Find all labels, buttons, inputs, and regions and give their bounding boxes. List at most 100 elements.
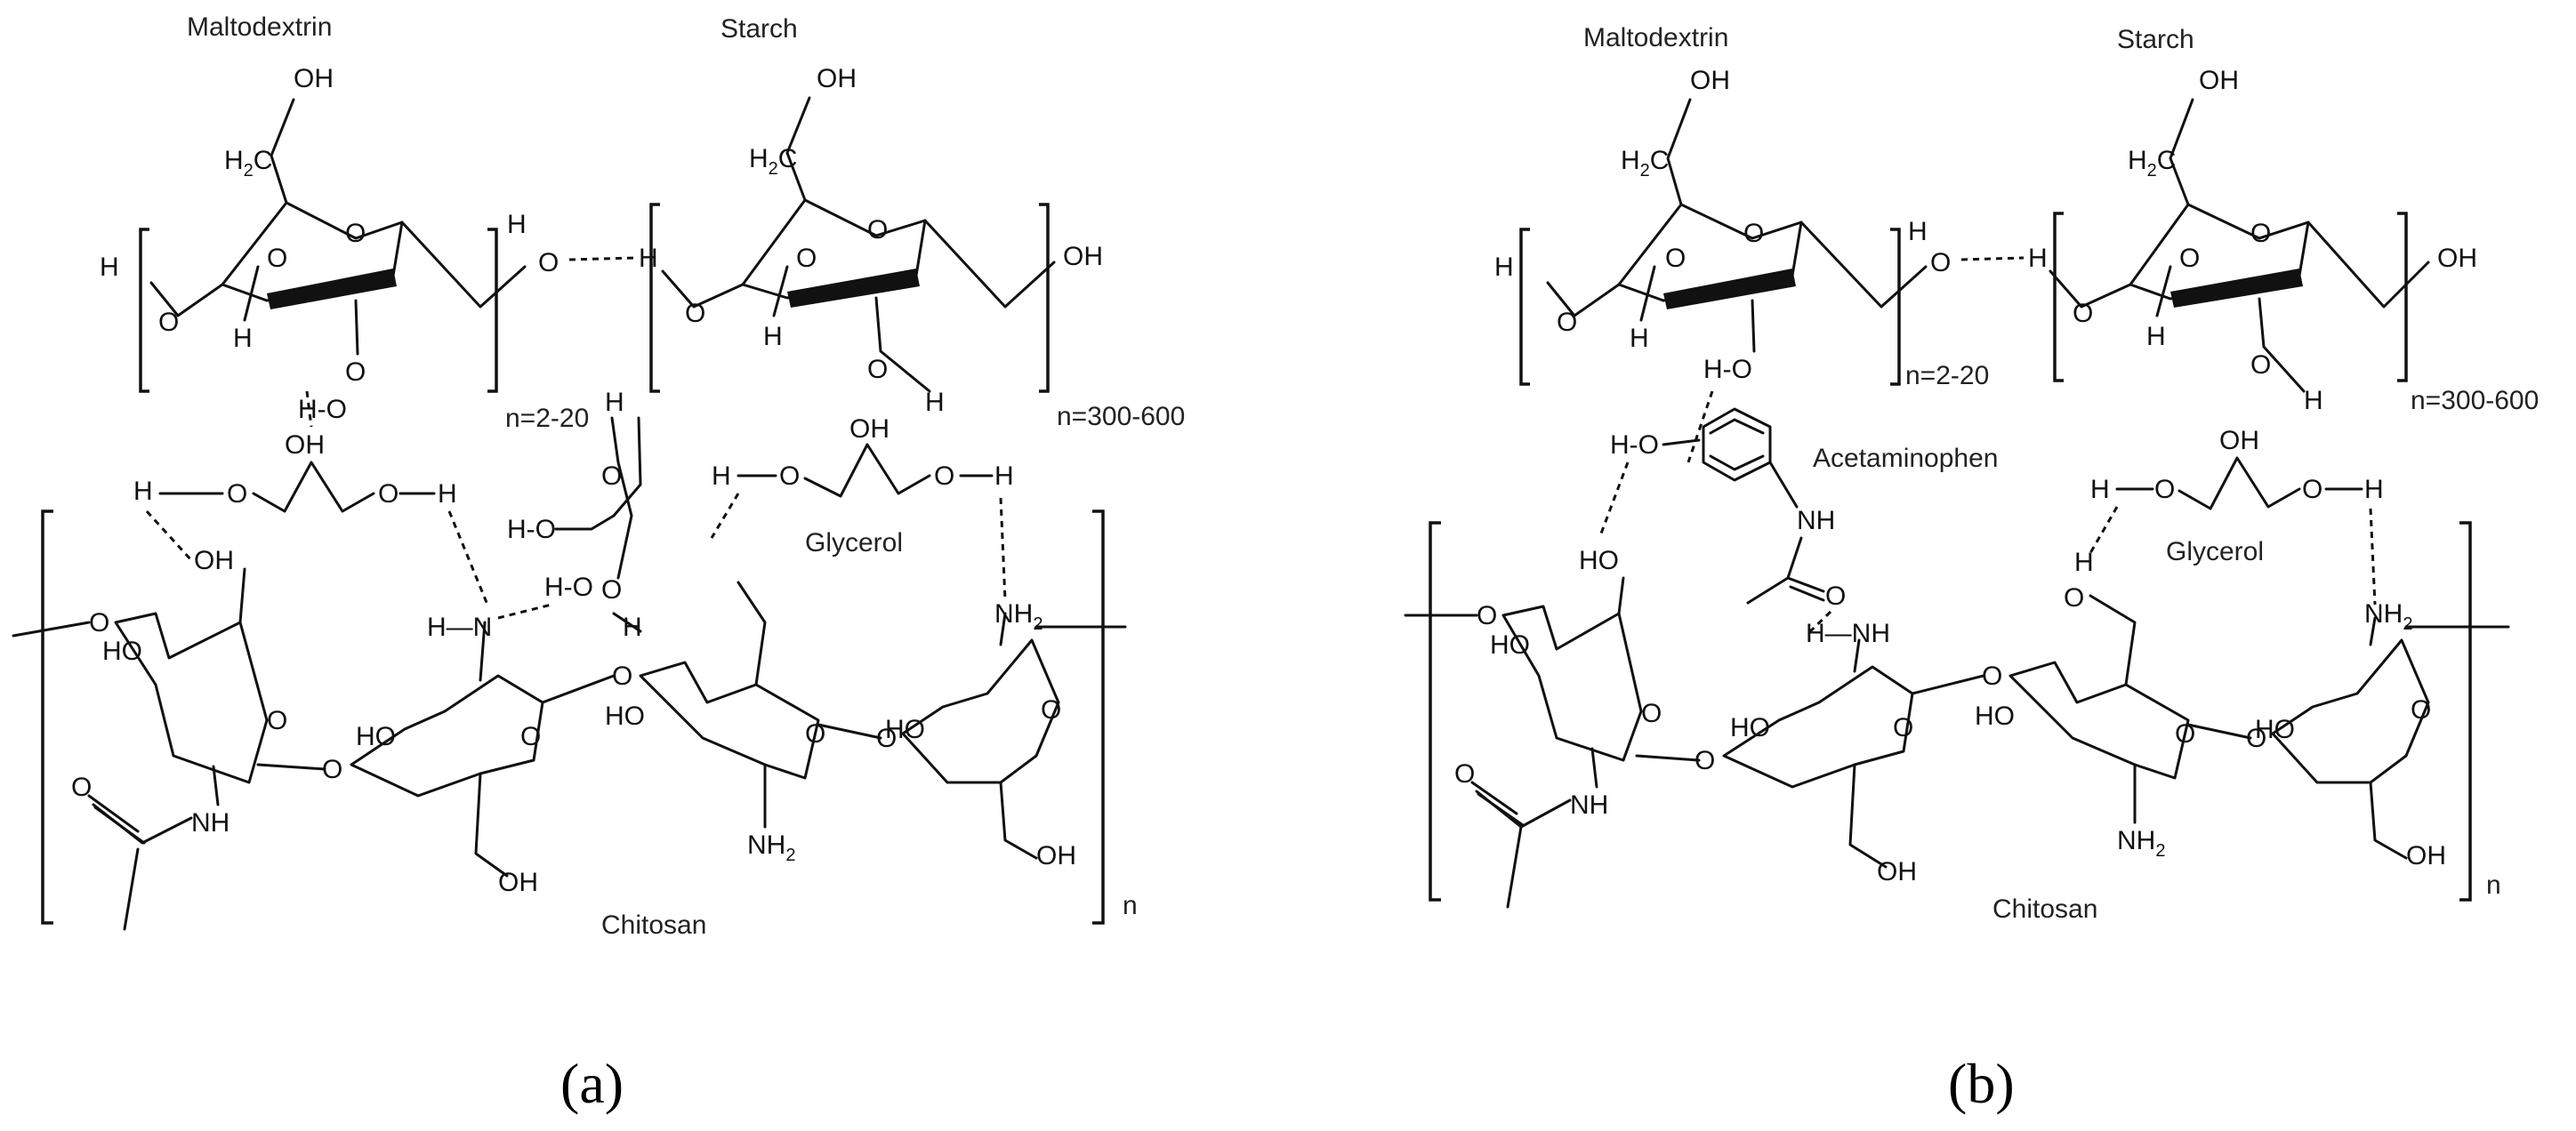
ho-atom: HO	[885, 715, 925, 744]
glycerol-molecules: H-O OH H O O H H O H-O O H O OH O H	[133, 388, 1014, 606]
starch-bracket-right	[1039, 203, 1050, 393]
o-atom: O	[779, 461, 800, 491]
ho-atom: HO	[1730, 713, 1770, 742]
chitosan-bracket-right	[1092, 509, 1105, 925]
o-atom: O	[796, 244, 817, 273]
ring-oxygen: O	[2411, 695, 2431, 725]
maltodextrin-repeat: n=2-20	[505, 404, 589, 433]
o-atom: O	[227, 479, 247, 509]
h-atom: H	[438, 479, 457, 509]
oh-atom: OH	[817, 64, 857, 93]
ring-oxygen: O	[2250, 219, 2271, 248]
o-atom: O	[601, 575, 622, 605]
starch-label: Starch	[720, 14, 798, 44]
ho-atom: H-O	[1610, 430, 1659, 460]
starch-label: Starch	[2117, 25, 2194, 54]
maltodextrin-ring: H2C OH O O H H O H-O O H	[1494, 66, 2025, 384]
bridge-oxygen: O	[538, 248, 559, 277]
starch-repeat: n=300-600	[1057, 402, 1185, 431]
ring-oxygen: O	[345, 219, 366, 248]
bridge-oxygen: O	[1930, 248, 1951, 277]
glycosidic-oxygen: O	[876, 724, 897, 753]
chitosan-bracket-left	[41, 509, 53, 925]
nh-atom: NH	[1570, 790, 1608, 820]
oh-atom: OH	[2199, 66, 2239, 95]
ho-atom: HO	[1490, 630, 1530, 660]
o-atom: O	[601, 461, 622, 491]
ring-oxygen: O	[1893, 713, 1913, 742]
nh2-atom: NH2	[2117, 826, 2165, 861]
ho-atom: HO	[605, 702, 645, 731]
oh-atom: OH	[1690, 66, 1730, 95]
h-atom: H	[1494, 253, 1514, 282]
ho-atom: HO	[2255, 715, 2295, 744]
maltodextrin-label: Maltodextrin	[1583, 23, 1728, 52]
o-atom: O	[1825, 582, 1846, 611]
o-atom: O	[1454, 759, 1475, 789]
maltodextrin-bracket-right	[1890, 228, 1901, 386]
ring-oxygen: O	[267, 706, 287, 735]
caption-a: (a)	[560, 1052, 624, 1115]
chitosan-repeat: n	[1123, 891, 1138, 920]
o-atom: O	[2179, 244, 2200, 273]
o-atom: O	[2073, 299, 2093, 328]
nh-atom: NH	[1797, 506, 1835, 535]
chitosan-bracket-left	[1429, 521, 1441, 902]
o-atom: O	[2064, 583, 2084, 613]
oh-atom: OH	[2437, 244, 2477, 273]
h-atom: H	[712, 461, 731, 491]
h2c-atom: H2C	[749, 144, 797, 179]
o-atom: O	[71, 773, 92, 802]
nh2-atom: NH2	[747, 830, 795, 865]
h-atom: H—N	[427, 613, 492, 642]
h-atom: H	[2090, 475, 2110, 504]
o-atom: O	[89, 608, 109, 638]
h2c-atom: H2C	[224, 146, 272, 180]
h-atom: H	[2028, 244, 2048, 273]
hn-atom: H—NH	[1806, 619, 1890, 648]
ring-oxygen: O	[867, 215, 888, 245]
glycosidic-oxygen: O	[1982, 662, 2002, 691]
o-atom: O	[1557, 308, 1577, 337]
h2c-atom: H2C	[2128, 146, 2176, 180]
starch-bracket-left	[649, 203, 660, 393]
h-atom: H	[1908, 217, 1928, 246]
acetaminophen-molecule: H-O NH O Acetaminophen	[1599, 390, 1998, 638]
ho-atom: H-O	[507, 515, 556, 544]
oh-atom: OH	[1877, 857, 1917, 886]
chitosan-repeat: n	[2486, 870, 2501, 900]
oh-atom: OH	[849, 414, 890, 444]
starch-bracket-right	[2397, 212, 2408, 382]
nh-atom: NH	[191, 808, 229, 838]
h-atom: H	[763, 322, 783, 351]
ho-atom: HO	[102, 637, 142, 666]
h-atom: H	[994, 461, 1014, 491]
h-atom: H	[2364, 475, 2384, 504]
maltodextrin-bracket-left	[1519, 228, 1530, 386]
starch-ring: H O H2C OH O H O O H OH	[639, 64, 1103, 417]
ho-atom: HO	[356, 722, 396, 751]
panel-b: Maltodextrin Starch n=2-20 H2C OH O O H …	[1404, 23, 2539, 1115]
oh-atom: OH	[2406, 841, 2446, 870]
h2c-atom: H2C	[1621, 146, 1669, 180]
h-atom: H	[2304, 386, 2323, 415]
ho-atom: H-O	[1703, 355, 1752, 384]
o-atom: O	[2154, 475, 2175, 504]
ring-oxygen: O	[520, 722, 541, 751]
o-atom: O	[685, 299, 705, 328]
chitosan-chain: O HO O OH NH O O HO O H—N OH O H-O H	[12, 546, 1127, 931]
h-atom: H	[2074, 548, 2094, 577]
oh-atom: OH	[498, 868, 538, 897]
chitosan-chain: O HO HO O NH O O HO O H—NH OH O HO O	[1404, 546, 2510, 909]
h-atom: H	[925, 388, 945, 417]
maltodextrin-label: Maltodextrin	[187, 12, 332, 42]
chitosan-label: Chitosan	[1992, 894, 2097, 924]
glycosidic-oxygen: O	[612, 662, 632, 691]
h-atom: H	[639, 244, 658, 273]
starch-repeat: n=300-600	[2411, 386, 2539, 415]
oh-atom: OH	[294, 64, 334, 93]
glycosidic-oxygen: O	[322, 755, 342, 784]
panel-a: Maltodextrin Starch n=2-20 H2C OH O O H …	[12, 12, 1185, 1115]
maltodextrin-bracket-left	[139, 228, 149, 393]
